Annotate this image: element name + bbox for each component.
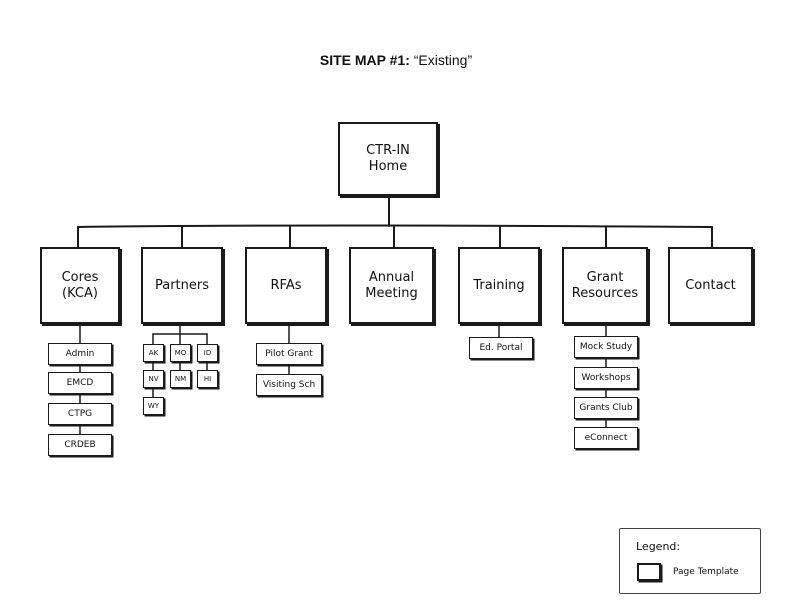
title-suffix: “Existing” <box>413 52 473 68</box>
training-node[interactable]: Training <box>458 247 540 324</box>
partner-child-ak[interactable]: AK <box>143 344 164 362</box>
cores-child-admin[interactable]: Admin <box>48 343 112 365</box>
cores-child-emcd[interactable]: EMCD <box>48 372 112 394</box>
partner-child-wy[interactable]: WY <box>143 397 164 415</box>
grant-child-mock-study[interactable]: Mock Study <box>574 336 638 358</box>
legend-title: Legend: <box>636 540 681 553</box>
rfas-child-pilot-grant[interactable]: Pilot Grant <box>256 343 322 365</box>
partner-child-hi[interactable]: HI <box>197 370 218 388</box>
annual-meeting-node[interactable]: Annual Meeting <box>349 247 434 324</box>
training-child-ed-portal[interactable]: Ed. Portal <box>469 337 533 359</box>
partner-child-nv[interactable]: NV <box>143 370 164 388</box>
grant-resources-node[interactable]: Grant Resources <box>562 247 648 324</box>
grant-child-econnect[interactable]: eConnect <box>574 427 638 449</box>
diagram-title: SITE MAP #1: “Existing” <box>0 52 792 68</box>
partner-child-mo[interactable]: MO <box>170 344 191 362</box>
partner-child-nm[interactable]: NM <box>170 370 191 388</box>
grant-child-grants-club[interactable]: Grants Club <box>574 397 638 419</box>
home-page-node[interactable]: CTR-IN Home <box>338 122 438 196</box>
partners-node[interactable]: Partners <box>141 247 223 324</box>
contact-node[interactable]: Contact <box>668 247 753 324</box>
connector-main-bar <box>77 224 713 228</box>
cores-node[interactable]: Cores (KCA) <box>40 247 120 324</box>
page-template-swatch-icon <box>637 563 661 581</box>
rfas-child-visiting-sch[interactable]: Visiting Sch <box>256 374 322 396</box>
legend-item-label: Page Template <box>673 567 739 577</box>
legend: Legend: Page Template <box>619 528 761 594</box>
grant-child-workshops[interactable]: Workshops <box>574 367 638 389</box>
cores-child-crdeb[interactable]: CRDEB <box>48 434 112 456</box>
partner-child-id[interactable]: ID <box>197 344 218 362</box>
cores-child-ctpg[interactable]: CTPG <box>48 403 112 425</box>
title-prefix: SITE MAP #1: <box>319 52 410 68</box>
rfas-node[interactable]: RFAs <box>245 247 327 324</box>
